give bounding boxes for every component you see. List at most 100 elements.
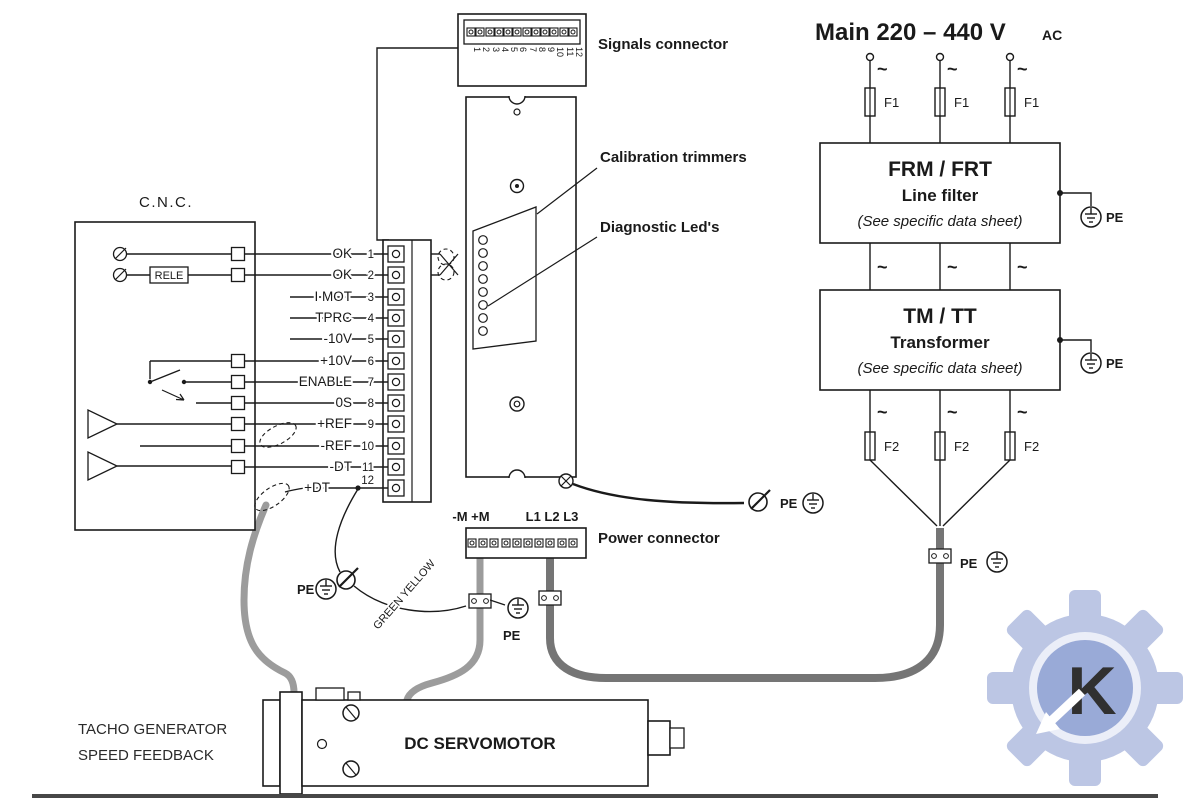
- calibration-trimmer-panel: [472, 206, 537, 350]
- pe-ground-icon: [315, 578, 337, 600]
- pin-number: 1: [472, 47, 482, 52]
- speed-feedback-label: SPEED FEEDBACK: [78, 747, 214, 764]
- motor-shaft: [647, 720, 671, 756]
- ac-symbol: ~: [1017, 402, 1028, 422]
- motor-screw: [342, 704, 360, 722]
- mains-title-sub: AC: [1042, 27, 1062, 43]
- drive-bottom-notch: [508, 469, 526, 479]
- cnc-terminal: [230, 438, 246, 454]
- signal-pin: 2: [368, 270, 374, 282]
- relay-contact-marks: [431, 248, 459, 281]
- pe-ground-icon: [507, 597, 529, 619]
- line-filter-note: (See specific data sheet): [857, 213, 1022, 230]
- motor-cable-clamp: PE: [468, 593, 529, 643]
- calibration-trimmers-label: Calibration trimmers: [600, 149, 747, 166]
- fuse-f1-icon: [864, 87, 876, 117]
- cnc-terminal: [230, 246, 246, 262]
- motor-terminals-label: -M +M: [452, 509, 489, 524]
- signal-pin: 7: [368, 377, 374, 389]
- transformer-note: (See specific data sheet): [857, 360, 1022, 377]
- fuse-f1-icon: [934, 87, 946, 117]
- signal-label: ENABLE: [299, 374, 352, 389]
- amplifier-symbol: [87, 450, 119, 482]
- signal-label: OK: [332, 246, 352, 261]
- pin-number: 9: [546, 47, 556, 52]
- pin-number: 6: [518, 47, 528, 52]
- motor-screw: [342, 760, 360, 778]
- dc-servomotor-label: DC SERVOMOTOR: [404, 734, 555, 753]
- tacho-caption: TACHO GENERATOR SPEED FEEDBACK: [78, 721, 227, 764]
- cnc-terminal: [230, 374, 246, 390]
- fuse-f1-label: F1: [954, 95, 969, 110]
- pe-label: PE: [297, 582, 315, 597]
- mains-power-cable: [546, 528, 944, 682]
- signal-pin: 10: [361, 441, 374, 453]
- fuse-f1-icon: [1004, 87, 1016, 117]
- cnc-section: C.N.C. RELE: [74, 194, 459, 531]
- signal-pin: 9: [368, 419, 374, 431]
- fuse-f2-label: F2: [954, 439, 969, 454]
- signals-connector-pin-numbers: 1 2 3 4 5 6 7 8 9 10 11 12: [472, 47, 584, 57]
- drive-screw-bottom: [509, 396, 525, 412]
- line-filter-subtitle: Line filter: [902, 186, 979, 205]
- motor-shaft-tip: [669, 727, 685, 749]
- line-filter-box: FRM / FRT Line filter (See specific data…: [819, 142, 1124, 244]
- pin-number: 7: [528, 47, 538, 52]
- ac-symbol: ~: [947, 59, 958, 79]
- cable-clamp-icon: [468, 593, 492, 609]
- leds-leader-line: [487, 236, 598, 307]
- dc-servomotor: DC SERVOMOTOR: [262, 687, 685, 795]
- cnc-terminal: [230, 267, 246, 283]
- pe-ground-icon: [1080, 206, 1102, 228]
- tacho-generator-label: TACHO GENERATOR: [78, 721, 227, 738]
- signal-label: OK: [332, 267, 352, 282]
- trimmer-led: [478, 313, 488, 323]
- rele-label: RELE: [155, 270, 184, 282]
- amplifier-symbol: [87, 408, 119, 440]
- signal-pin: 6: [368, 356, 374, 368]
- shield-marks: [254, 422, 306, 512]
- brand-watermark-logo: K: [987, 590, 1183, 786]
- pin-number: 8: [537, 47, 547, 52]
- drive-screw-top: [509, 178, 525, 194]
- transformer-box: TM / TT Transformer (See specific data s…: [819, 289, 1124, 391]
- mains-terminals-label: L1 L2 L3: [526, 509, 579, 524]
- trimmer-led: [478, 300, 488, 310]
- fuse-f2-label: F2: [884, 439, 899, 454]
- ac-symbol: ~: [1017, 59, 1028, 79]
- green-yellow-label: GREEN YELLOW: [371, 557, 438, 632]
- motor-armature-cable: [403, 554, 484, 704]
- power-connector-label: Power connector: [598, 530, 720, 547]
- motor-body: [301, 699, 649, 787]
- diagnostic-leds-label: Diagnostic Led's: [600, 219, 719, 236]
- transformer-title: TM / TT: [903, 305, 977, 328]
- signal-pin: 4: [368, 313, 375, 325]
- ac-symbol: ~: [1017, 257, 1028, 277]
- servo-drive-unit: Calibration trimmers Diagnostic Led's: [465, 95, 747, 489]
- ac-symbol: ~: [947, 402, 958, 422]
- signal-label: -DT: [330, 459, 353, 474]
- ac-symbol: ~: [877, 257, 888, 277]
- pin-number: 10: [555, 47, 565, 57]
- watermark-letter: K: [1067, 653, 1116, 729]
- tacho-feedback-cable: [240, 501, 298, 697]
- fuse-f1-label: F1: [1024, 95, 1039, 110]
- signal-pin: 8: [368, 398, 374, 410]
- pin-number: 2: [481, 47, 491, 52]
- green-yellow-earth-wire: GREEN YELLOW PE: [297, 488, 467, 634]
- signal-label: I MOT: [315, 289, 353, 304]
- mains-title: Main 220 – 440 V: [815, 19, 1006, 46]
- enable-switch: [149, 369, 181, 383]
- pe-label: PE: [1106, 210, 1124, 225]
- fuse-f2-label: F2: [1024, 439, 1039, 454]
- fuse-f1-label: F1: [884, 95, 899, 110]
- signals-connector: 1 2 3 4 5 6 7 8 9 10 11 12 Signals conne…: [376, 13, 728, 241]
- pin-number: 3: [491, 47, 501, 52]
- motor-end-cap: [262, 699, 281, 787]
- rele-box: [149, 266, 189, 284]
- signal-pin: 12: [361, 475, 374, 487]
- trimmers-leader-line: [536, 167, 598, 215]
- cnc-contact-icon: [112, 267, 128, 283]
